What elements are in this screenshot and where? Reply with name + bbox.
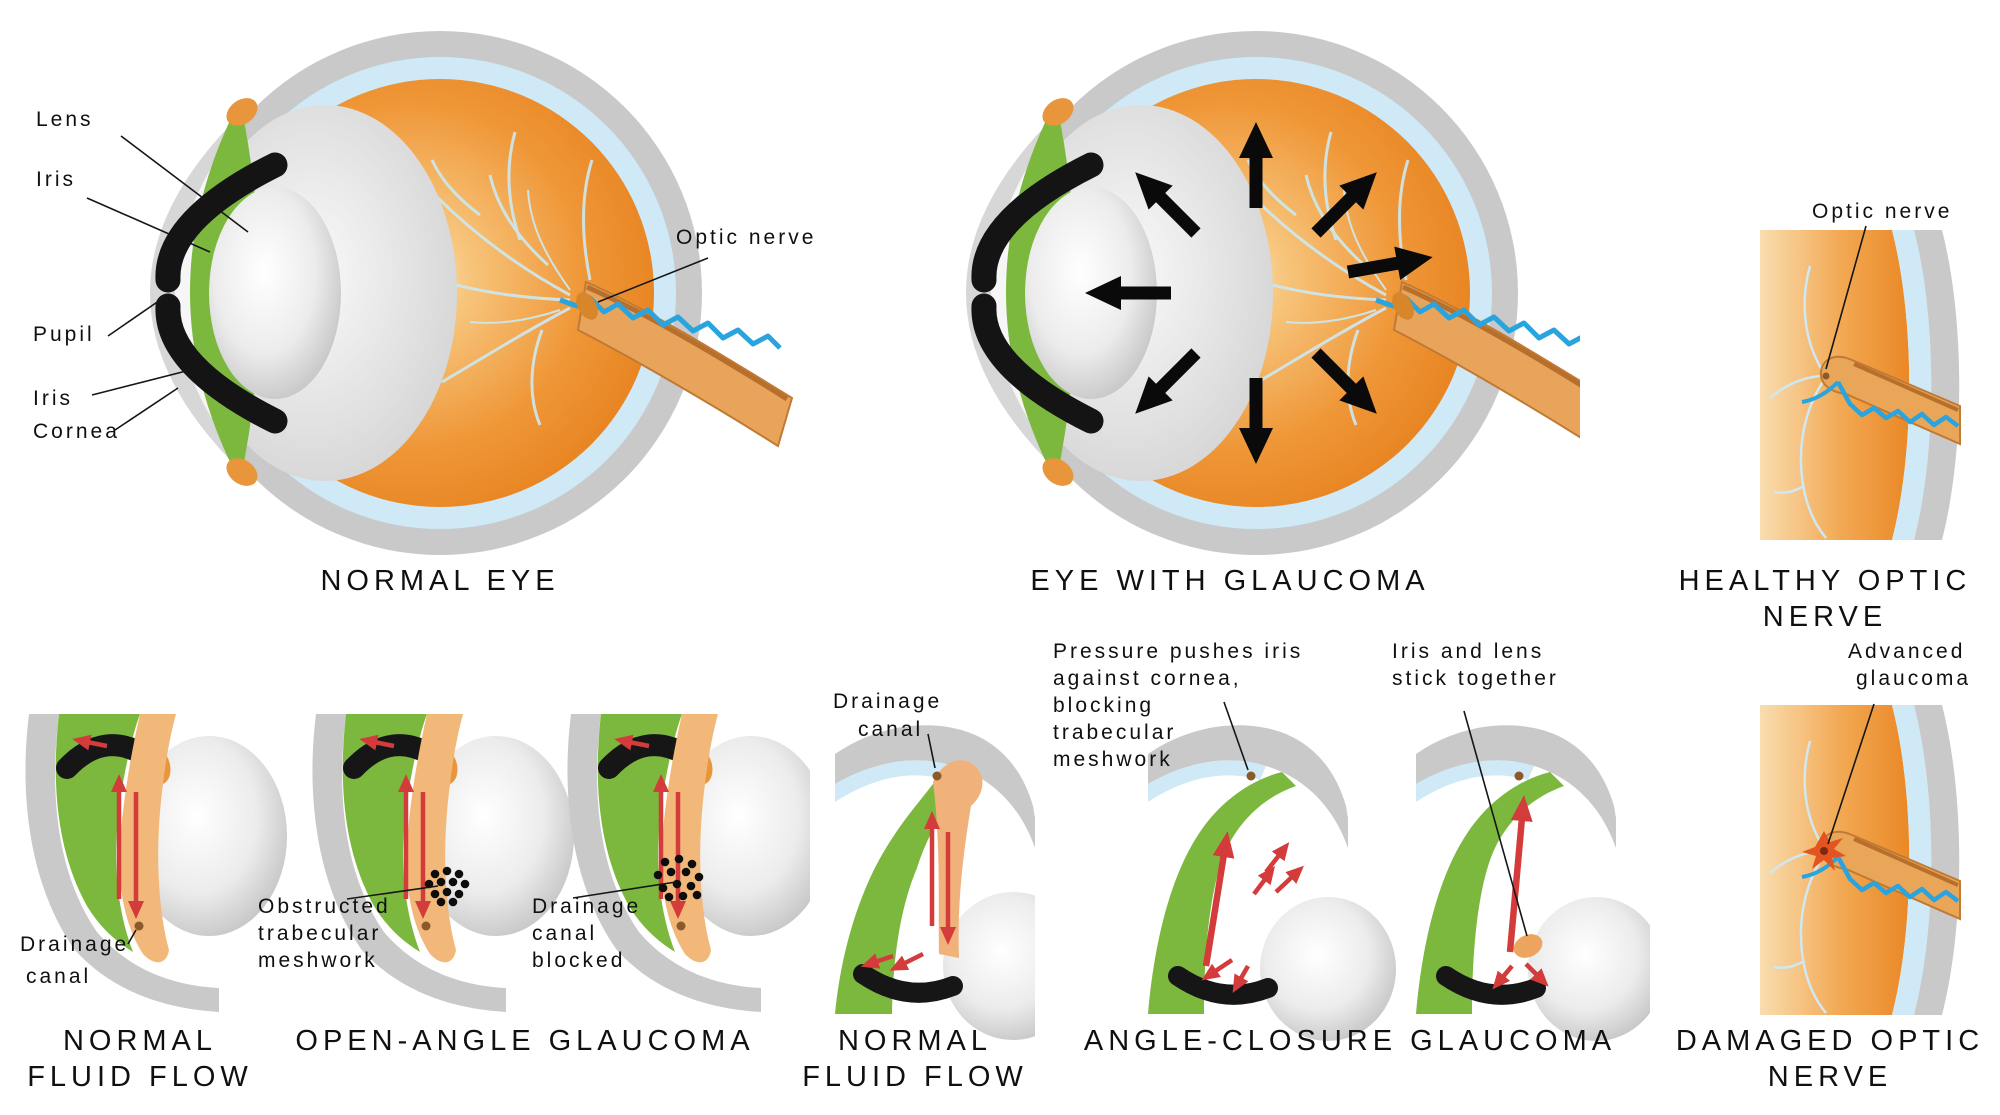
label-blocked-3: blocked: [532, 949, 626, 972]
label-pressure-1: Pressure pushes iris: [1053, 640, 1304, 663]
label-iris-top: Iris: [36, 168, 76, 191]
title-damaged-optic-nerve-1: DAMAGED OPTIC: [1675, 1025, 1985, 1057]
title-normal-fluid-flow-left-1: NORMAL: [62, 1025, 218, 1057]
angle-closure-pressure: [1148, 725, 1396, 1041]
label-pressure-5: meshwork: [1053, 748, 1173, 771]
title-normal-fluid-flow-center-1: NORMAL: [837, 1025, 993, 1057]
healthy-optic-nerve-illustration: [1640, 225, 2000, 630]
label-pressure-2: against cornea,: [1053, 667, 1242, 690]
label-cornea: Cornea: [33, 420, 120, 443]
label-drainage-2: canal: [26, 965, 92, 988]
nerve-cupping-dot: [1820, 847, 1828, 855]
label-advanced-2: glaucoma: [1856, 667, 1972, 690]
label-lines: [346, 881, 677, 900]
normal-f fluid-flow-center-illustration: [795, 630, 1035, 1115]
label-obstructed-3: meshwork: [258, 949, 378, 972]
label-stick-2: stick together: [1392, 667, 1559, 690]
pressure-flow-arrows: [1201, 842, 1304, 994]
label-pressure-3: blocking: [1053, 694, 1155, 717]
small-flow-arrows: [1492, 962, 1549, 990]
blocked-flow-arrow: [1506, 795, 1533, 953]
optic-nerve-closeup: [1760, 230, 1960, 540]
title-open-angle-glaucoma: OPEN-ANGLE GLAUCOMA: [295, 1025, 755, 1057]
label-drainage-center-2: canal: [858, 718, 924, 741]
title-healthy-optic-nerve-1: HEALTHY OPTIC: [1678, 565, 1972, 597]
drainage-angle-closeup: [835, 725, 1035, 1040]
label-blocked-1: Drainage: [532, 895, 642, 918]
title-healthy-optic-nerve-2: NERVE: [1762, 601, 1888, 633]
label-line: [927, 733, 936, 769]
obstruction-particles: [424, 866, 470, 907]
label-line: [127, 929, 137, 945]
angle-closure-stick: [1416, 725, 1650, 1041]
title-angle-closure-glaucoma: ANGLE-CLOSURE GLAUCOMA: [1083, 1025, 1617, 1057]
optic-nerve-closeup: [1760, 705, 1960, 1015]
label-line: [1827, 703, 1875, 845]
label-lines: [1223, 701, 1528, 937]
title-glaucoma-eye: EYE WITH GLAUCOMA: [1030, 565, 1430, 597]
label-obstructed-1: Obstructed: [258, 895, 391, 918]
damaged-optic-nerve-illustration: [1650, 630, 2000, 1115]
label-optic-nerve: Optic nerve: [676, 226, 817, 249]
title-normal-fluid-flow-left-2: FLUID FLOW: [27, 1061, 253, 1093]
normal-eye-illustration: [86, 0, 880, 630]
angle-closure-glaucoma-illustration: [1050, 701, 1650, 1115]
label-lens: Lens: [36, 108, 94, 131]
blocked-flow-arrow: [1202, 831, 1235, 967]
label-stick-1: Iris and lens: [1392, 640, 1545, 663]
label-drainage-center-1: Drainage: [833, 690, 943, 713]
title-normal-fluid-flow-center-2: FLUID FLOW: [802, 1061, 1028, 1093]
label-lines: [86, 135, 709, 431]
label-pupil: Pupil: [33, 323, 95, 346]
aqueous-pocket: [1242, 824, 1290, 884]
label-advanced-1: Advanced: [1848, 640, 1966, 663]
iris-lens-contact: [1513, 934, 1543, 958]
glaucoma-eye-illustration: [880, 0, 1580, 630]
open-angle-glaucoma-illustration: [240, 630, 810, 1115]
eyeball-cross-section: [966, 31, 1580, 555]
label-obstructed-2: trabecular: [258, 922, 382, 945]
label-blocked-2: canal: [532, 922, 598, 945]
label-iris-bottom: Iris: [33, 387, 73, 410]
normal-fluid-flow-left-illustration: [0, 630, 290, 1115]
label-pressure-4: trabecular: [1053, 721, 1177, 744]
label-line: [1825, 225, 1867, 370]
title-damaged-optic-nerve-2: NERVE: [1767, 1061, 1893, 1093]
eyeball-cross-section: [150, 31, 792, 555]
label-drainage-1: Drainage: [20, 933, 130, 956]
title-normal-eye: NORMAL EYE: [320, 565, 560, 597]
label-optic-nerve-healthy: Optic nerve: [1812, 200, 1953, 223]
